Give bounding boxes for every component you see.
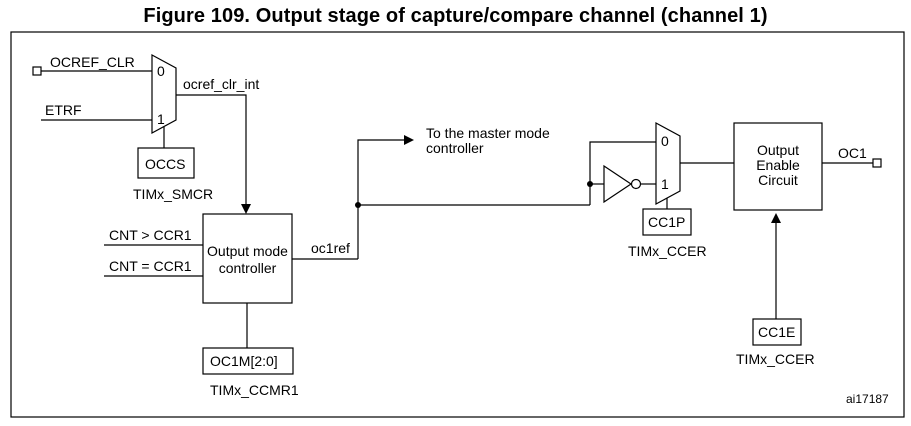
figure-id: ai17187 [846,392,889,406]
ocref-clr-int-label: ocref_clr_int [183,76,259,92]
output-enable-circuit [733,122,823,211]
oc1m-box [202,347,294,375]
oec-label-line2: Enable [756,157,800,173]
tim-smcr-label: TIMx_SMCR [133,186,213,202]
ocref-clr-int-wire [176,94,247,206]
mux2-input-1: 1 [661,176,669,192]
cc1e-arrow [771,213,781,223]
master-mode-wire [357,139,405,205]
figure-title: Figure 109. Output stage of capture/comp… [143,5,768,27]
master-mode-label-line2: controller [426,140,484,156]
omc-label-line2: controller [219,260,277,276]
cc1e-box [752,318,802,346]
master-mode-label-line1: To the master mode [426,125,550,141]
oc1m-label: OC1M[2:0] [210,353,278,369]
occs-box [137,147,195,179]
mux-polarity-select [655,121,681,206]
cnt-eq-ccr1-label: CNT = CCR1 [109,258,192,274]
mux1-input-1: 1 [157,111,165,127]
mux1-input-0: 0 [157,63,165,79]
tim-ccer-label-2: TIMx_CCER [736,351,815,367]
omc-label-line1: Output mode [207,243,288,259]
ocref-clr-terminal [32,66,42,76]
cc1p-box [642,208,692,236]
oc1ref-label: oc1ref [311,240,350,256]
mux2-input-0: 0 [661,133,669,149]
inverter-bubble [630,178,642,190]
master-mode-arrow [404,135,414,145]
ocref-clr-int-arrow [241,204,251,214]
polarity-riser [589,141,656,205]
tim-ccer-label-1: TIMx_CCER [628,243,707,259]
oec-label-line3: Circuit [758,172,798,188]
oc1-label: OC1 [838,145,867,161]
inverter [603,164,633,204]
cc1e-label: CC1E [758,324,795,340]
oec-label-line1: Output [757,142,799,158]
cc1p-label: CC1P [648,214,685,230]
tim-ccmr1-label: TIMx_CCMR1 [210,382,299,398]
etrf-label: ETRF [45,102,82,118]
mux-ocref-select [151,53,177,135]
oc1-terminal [872,158,882,168]
diagram-frame [10,31,905,418]
ocref-clr-label: OCREF_CLR [50,54,135,70]
cnt-gt-ccr1-label: CNT > CCR1 [109,227,192,243]
occs-label: OCCS [145,156,185,172]
